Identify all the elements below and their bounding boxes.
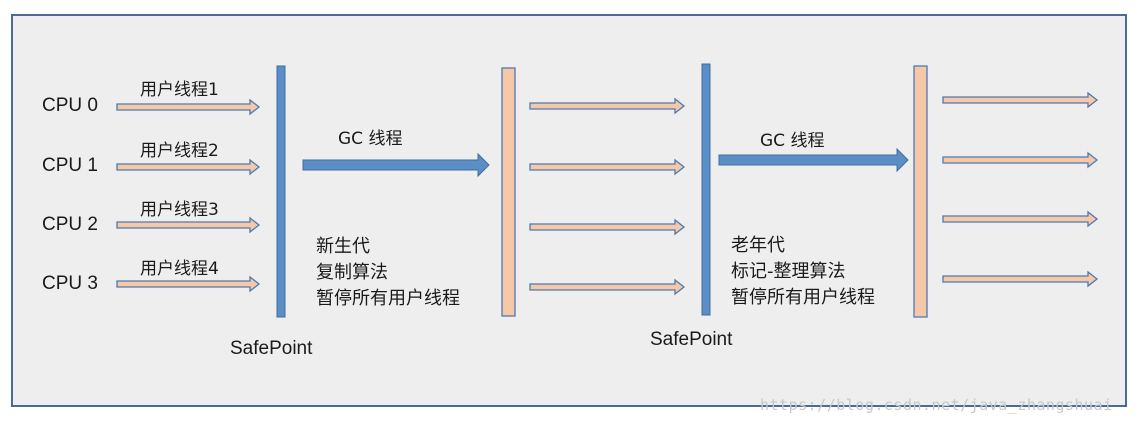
user-thread-label: 用户线程3 <box>140 200 219 220</box>
resumed-thread-arrow-4 <box>529 278 686 296</box>
safepoint-bar-1 <box>276 65 286 318</box>
cpu0-thread-arrow <box>116 98 261 116</box>
phase1-generation: 新生代 <box>316 236 370 257</box>
cpu1-thread-arrow <box>116 158 261 176</box>
phase1-pause-note: 暂停所有用户线程 <box>316 288 460 309</box>
cpu-label: CPU 3 <box>42 273 98 294</box>
phase2-algorithm: 标记-整理算法 <box>731 261 846 282</box>
final-thread-arrow-2 <box>942 151 1099 169</box>
watermark-url: https://blog.csdn.net/java_zhangshuai <box>760 396 1113 414</box>
final-thread-arrow-4 <box>942 270 1099 288</box>
cpu-label: CPU 0 <box>42 95 98 116</box>
phase1-algorithm: 复制算法 <box>316 262 388 283</box>
safepoint-bar-2 <box>701 63 711 316</box>
phase2-description: 老年代 标记-整理算法 暂停所有用户线程 <box>731 233 875 311</box>
resume-bar-2 <box>913 65 928 318</box>
gc-thread-label-1: GC 线程 <box>338 129 403 149</box>
gc-thread-label-2: GC 线程 <box>760 131 825 151</box>
cpu-label: CPU 1 <box>42 155 98 176</box>
safepoint-label-1: SafePoint <box>230 338 313 359</box>
phase2-generation: 老年代 <box>731 235 785 256</box>
user-thread-label: 用户线程1 <box>140 80 219 100</box>
gc-thread-arrow-2 <box>718 147 909 173</box>
diagram-frame <box>11 14 1127 407</box>
user-thread-label: 用户线程2 <box>140 141 219 161</box>
user-thread-label: 用户线程4 <box>140 259 219 279</box>
resumed-thread-arrow-1 <box>529 97 686 115</box>
phase2-pause-note: 暂停所有用户线程 <box>731 287 875 308</box>
final-thread-arrow-1 <box>942 91 1099 109</box>
final-thread-arrow-3 <box>942 210 1099 228</box>
gc-thread-arrow-1 <box>302 152 490 178</box>
phase1-description: 新生代 复制算法 暂停所有用户线程 <box>316 234 460 312</box>
cpu-label: CPU 2 <box>42 214 98 235</box>
resumed-thread-arrow-2 <box>529 158 686 176</box>
cpu2-thread-arrow <box>116 216 261 234</box>
resume-bar-1 <box>501 67 516 317</box>
safepoint-label-2: SafePoint <box>650 329 733 350</box>
cpu3-thread-arrow <box>116 275 261 293</box>
resumed-thread-arrow-3 <box>529 218 686 236</box>
